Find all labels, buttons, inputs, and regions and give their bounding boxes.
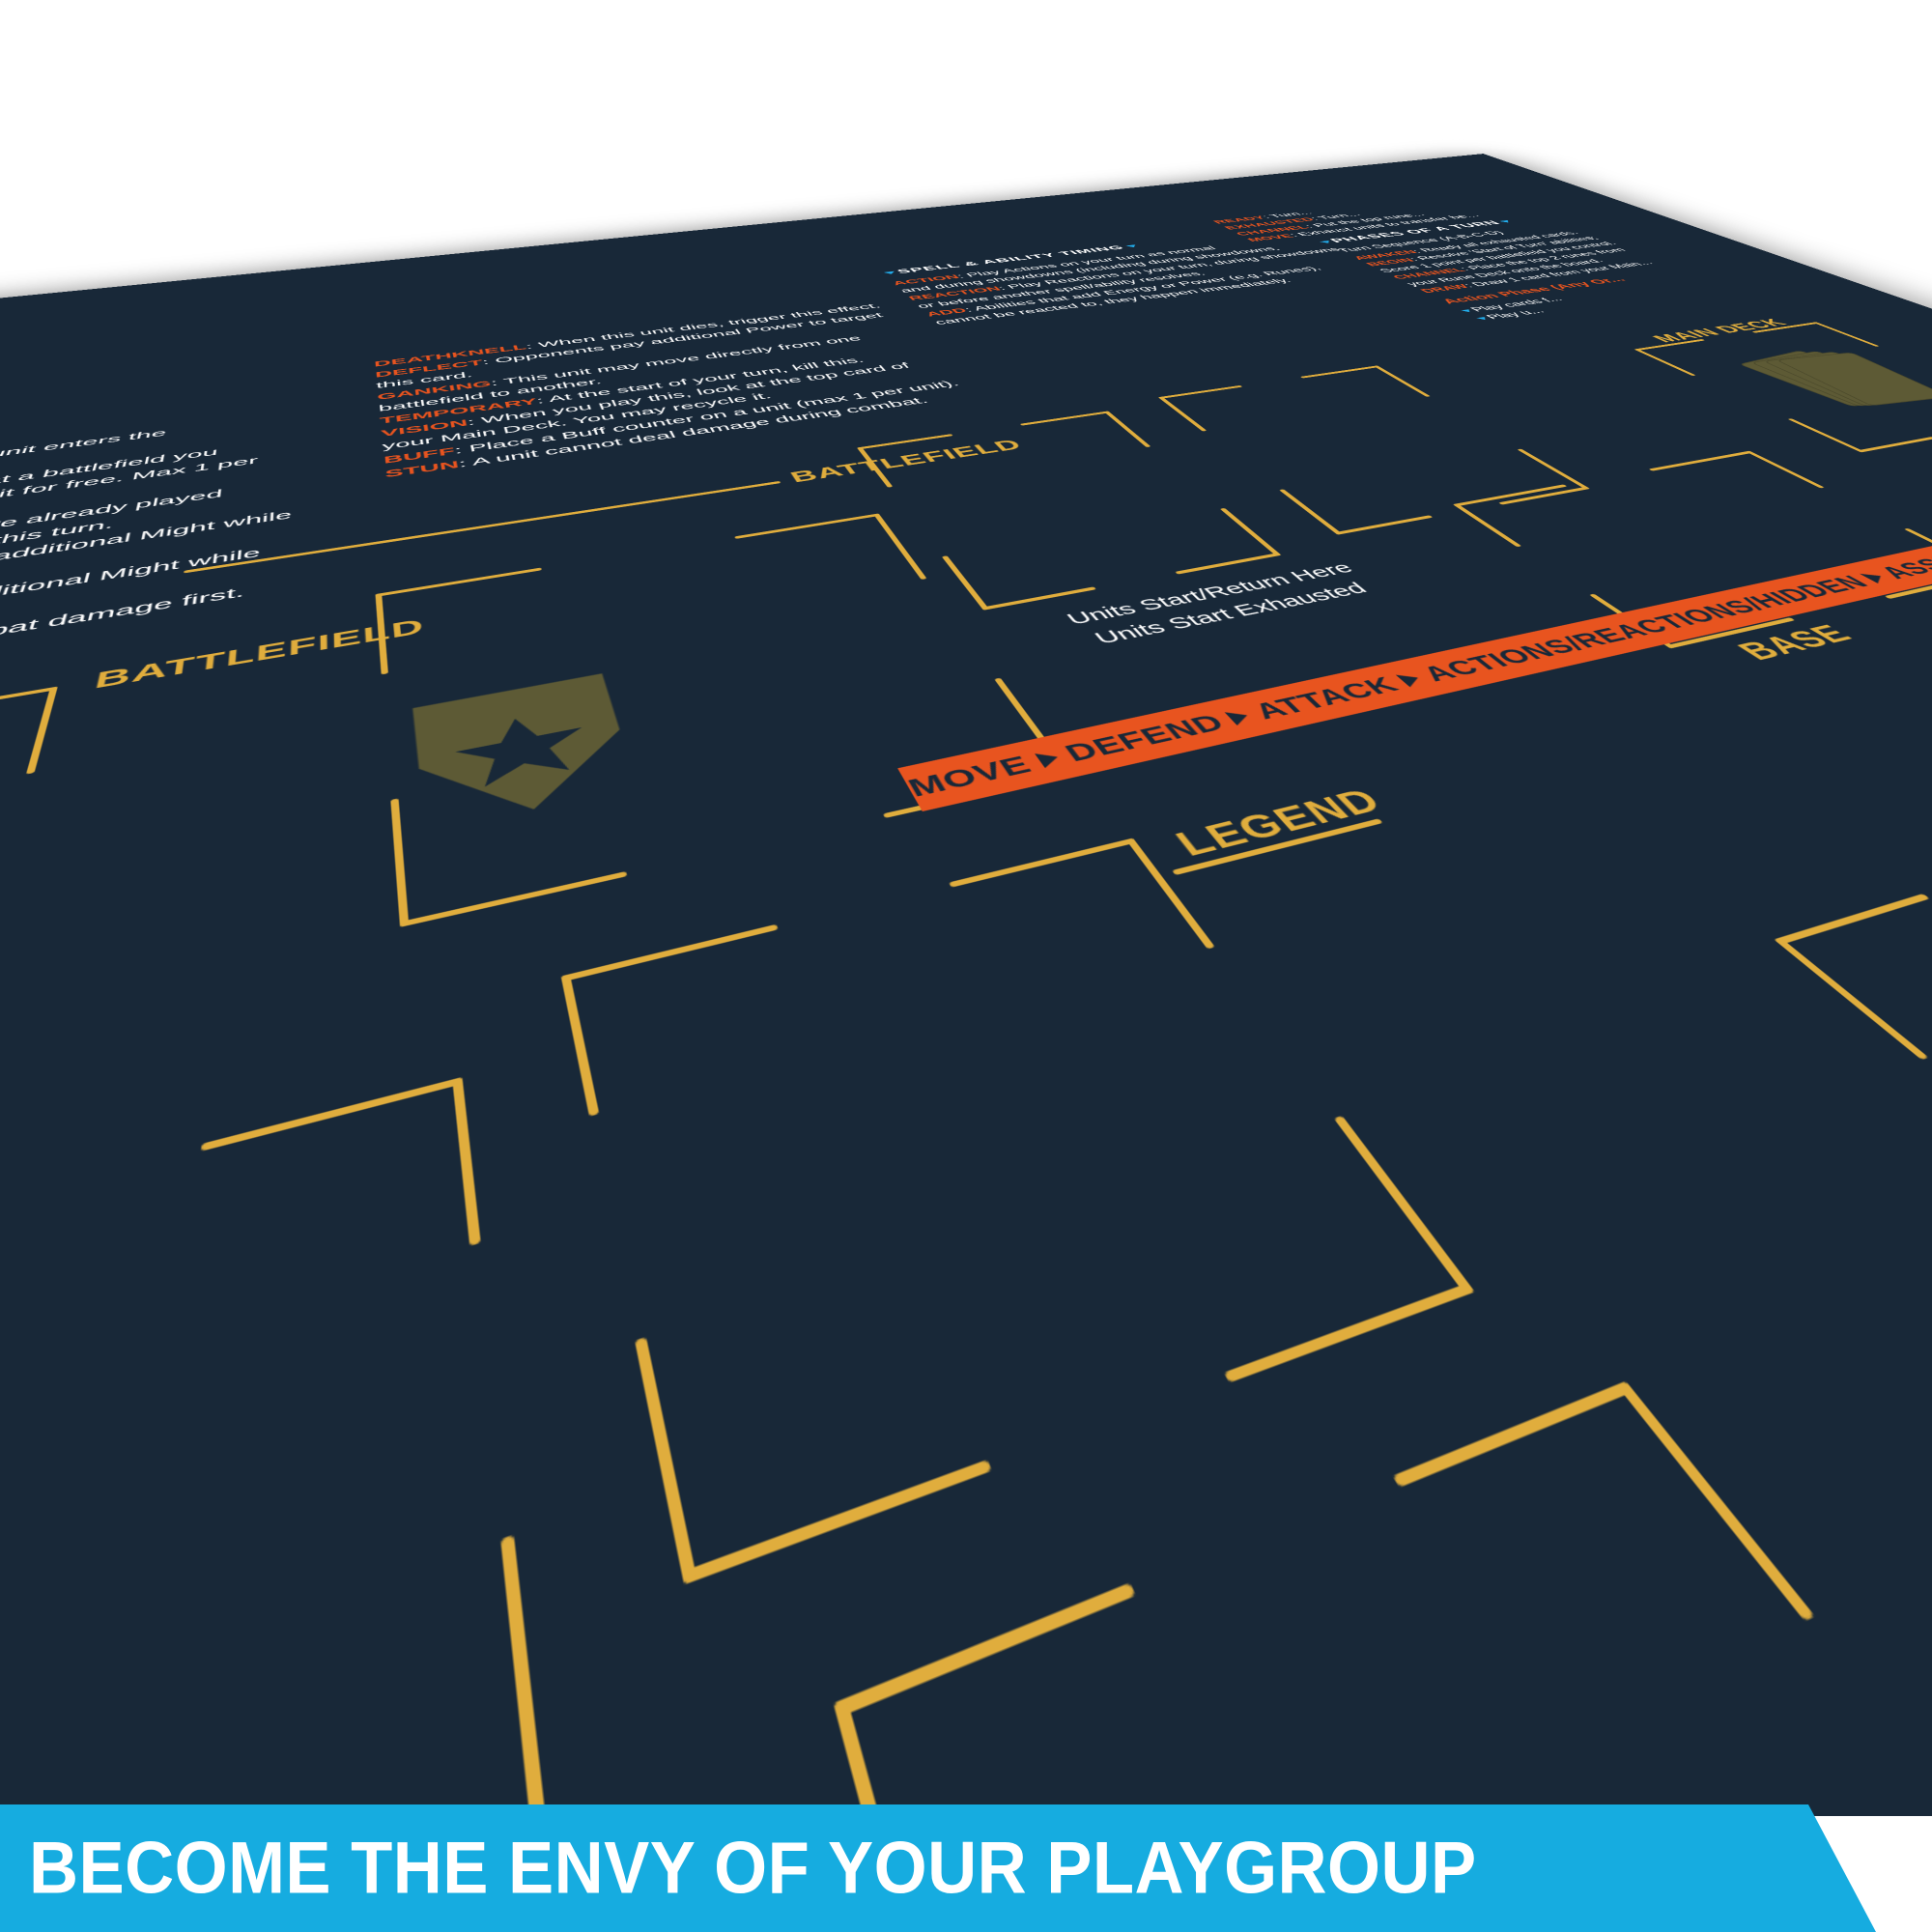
zone-label-battlefield-left: BATTLEFIELD [92,614,426,695]
zone-champion[interactable] [0,1076,550,1816]
zone-legend[interactable] [560,838,1475,1585]
arrow-icon [1395,671,1426,688]
combat-step: ATTACK [1246,671,1406,724]
phases-of-turn-section: PHASES OF A TURN Turn Sequence (A-B-C-D)… [1315,213,1734,323]
playmat-perspective-wrap: ...TE: For a cost, this unit enters the … [0,0,1932,1816]
arrow-icon [1225,708,1255,725]
playmat-surface: ...TE: For a cost, this unit enters the … [0,0,1932,1110]
promo-banner-background [0,1804,1876,1932]
spell-timing-section: SPELL & ABILITY TIMING ACTION: Play Acti… [878,224,1390,327]
zone-battlefield-bottom-3[interactable] [1774,811,1932,1464]
zone-battlefield-left[interactable] [0,686,58,1247]
bullet-triangle-icon [883,270,897,275]
combat-step: DEFEND [1059,709,1232,767]
arrow-icon [1034,750,1063,769]
bullet-triangle-icon [1125,244,1139,248]
bullet-triangle-icon [1476,317,1490,321]
bullet-triangle-icon [1461,309,1474,313]
bullet-triangle-icon [1499,219,1513,223]
promo-banner-text: BECOME THE ENVY OF YOUR PLAYGROUP [29,1827,1477,1910]
promo-banner: BECOME THE ENVY OF YOUR PLAYGROUP [0,1804,1932,1932]
